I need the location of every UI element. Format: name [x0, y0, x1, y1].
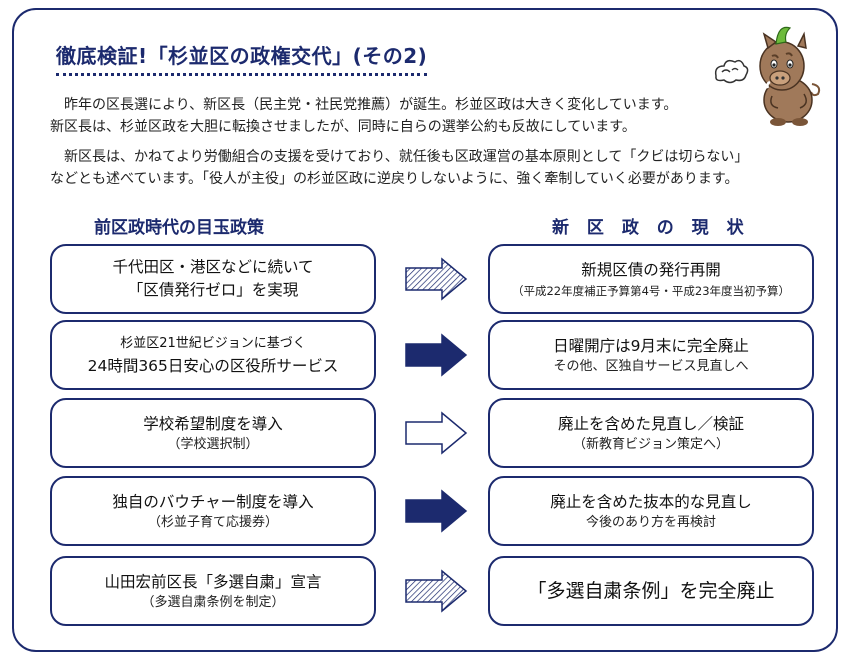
- policy-note: （学校選択制）: [167, 436, 259, 452]
- policy-note: （杉並子育て応援券）: [147, 514, 278, 530]
- right-arrow-icon: [405, 569, 468, 613]
- paragraph-line: 新区長は、杉並区政を大胆に転換させましたが、同時に自らの選挙公約も反故にしていま…: [50, 119, 636, 135]
- boar-mascot-icon: [714, 26, 821, 126]
- policy-line: 独自のバウチャー制度を導入: [112, 492, 314, 511]
- right-arrow-icon: [405, 333, 468, 377]
- status-note: （平成22年度補正予算第4号・平成23年度当初予算）: [511, 283, 791, 298]
- paragraph-line: 新区長は、かねてより労働組合の支援を受けており、就任後も区政運営の基本原則として…: [50, 149, 749, 165]
- paragraph-line: 昨年の区長選により、新区長（民主党・社民党推薦）が誕生。杉並区政は大きく変化して…: [50, 97, 678, 113]
- right-arrow-icon: [405, 257, 468, 301]
- intro-paragraph-2: 新区長は、かねてより労働組合の支援を受けており、就任後も区政運営の基本原則として…: [50, 146, 790, 190]
- right-arrow-icon: [405, 489, 468, 533]
- previous-policy-box: 千代田区・港区などに続いて 「区債発行ゼロ」を実現: [50, 244, 376, 314]
- right-arrow-icon: [405, 411, 468, 455]
- policy-line: 山田宏前区長「多選自粛」宣言: [104, 572, 322, 591]
- current-status-box: 新規区債の発行再開 （平成22年度補正予算第4号・平成23年度当初予算）: [488, 244, 814, 314]
- status-line: 廃止を含めた見直し／検証: [557, 414, 744, 433]
- policy-line: 杉並区21世紀ビジョンに基づく: [120, 336, 306, 351]
- current-status-box: 日曜開庁は9月末に完全廃止 その他、区独自サービス見直しへ: [488, 320, 814, 390]
- policy-line: 24時間365日安心の区役所サービス: [87, 357, 339, 375]
- policy-line: 千代田区・港区などに続いて: [112, 258, 314, 276]
- policy-line: 「区債発行ゼロ」を実現: [127, 281, 299, 299]
- status-note: 今後のあり方を再検討: [585, 514, 716, 530]
- previous-policy-box: 独自のバウチャー制度を導入 （杉並子育て応援券）: [50, 476, 376, 546]
- page-title: 徹底検証!「杉並区の政権交代」(その2): [56, 40, 428, 76]
- previous-policy-box: 杉並区21世紀ビジョンに基づく 24時間365日安心の区役所サービス: [50, 320, 376, 390]
- previous-policy-box: 山田宏前区長「多選自粛」宣言 （多選自粛条例を制定）: [50, 556, 376, 626]
- right-column-heading: 新 区 政 の 現 状: [552, 218, 750, 238]
- status-line: 廃止を含めた抜本的な見直し: [550, 492, 752, 511]
- paragraph-line: などとも述べています。「役人が主役」の杉並区政に逆戻りしないように、強く牽制して…: [50, 171, 739, 187]
- status-line: 「多選自粛条例」を完全廃止: [527, 579, 775, 602]
- current-status-box: 「多選自粛条例」を完全廃止: [488, 556, 814, 626]
- status-note: （新教育ビジョン策定へ）: [572, 436, 729, 452]
- intro-paragraph-1: 昨年の区長選により、新区長（民主党・社民党推薦）が誕生。杉並区政は大きく変化して…: [50, 94, 790, 138]
- status-note: その他、区独自サービス見直しへ: [553, 358, 749, 374]
- policy-line: 学校希望制度を導入: [143, 414, 283, 433]
- left-column-heading: 前区政時代の目玉政策: [94, 218, 264, 238]
- content-frame: [12, 8, 838, 652]
- previous-policy-box: 学校希望制度を導入 （学校選択制）: [50, 398, 376, 468]
- status-line: 日曜開庁は9月末に完全廃止: [553, 336, 749, 355]
- status-line: 新規区債の発行再開: [581, 260, 721, 279]
- policy-note: （多選自粛条例を制定）: [141, 594, 285, 610]
- current-status-box: 廃止を含めた見直し／検証 （新教育ビジョン策定へ）: [488, 398, 814, 468]
- current-status-box: 廃止を含めた抜本的な見直し 今後のあり方を再検討: [488, 476, 814, 546]
